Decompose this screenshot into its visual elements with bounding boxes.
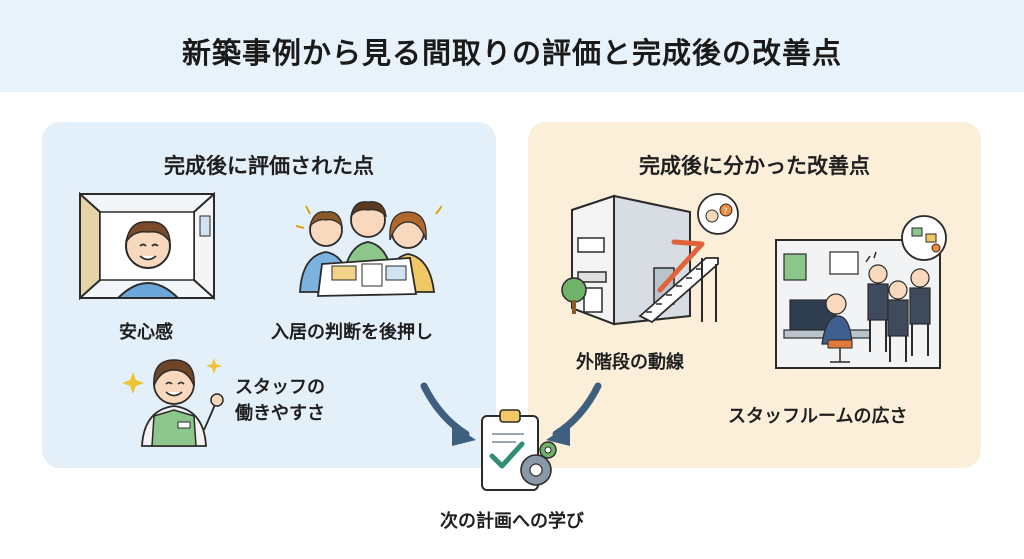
item-label-staff-workability: スタッフの 働きやすさ xyxy=(235,377,325,424)
right-arrowhead-icon xyxy=(546,424,570,446)
left-arrowhead-icon xyxy=(452,424,476,446)
item-label-anshinkan: 安心感 xyxy=(119,322,173,343)
next-plan-learning-label: 次の計画への学び xyxy=(440,511,584,532)
right-arrow-icon xyxy=(552,382,602,438)
clipboard-check-gear-icon xyxy=(481,409,557,491)
title-banner xyxy=(0,0,1024,92)
evaluated-points-heading: 完成後に評価された点 xyxy=(164,154,374,178)
item-label-exterior-stairs: 外階段の動線 xyxy=(576,352,684,373)
family-with-floorplan-icon xyxy=(295,201,442,297)
building-exterior-stairs-icon: ? xyxy=(561,193,739,326)
page-title: 新築事例から見る間取りの評価と完成後の改善点 xyxy=(181,36,842,70)
item-label-staff-room-size: スタッフルームの広さ xyxy=(728,406,908,427)
staff-waving-icon xyxy=(122,358,224,447)
svg-text:?: ? xyxy=(723,207,728,217)
left-arrow-icon xyxy=(420,382,470,438)
improvement-points-heading: 完成後に分かった改善点 xyxy=(639,154,870,178)
converging-arrows xyxy=(420,382,602,446)
item-label-nyukyo: 入居の判断を後押し xyxy=(271,322,433,343)
smiling-person-in-room-icon xyxy=(79,191,215,301)
crowded-staff-room-icon xyxy=(775,215,947,369)
